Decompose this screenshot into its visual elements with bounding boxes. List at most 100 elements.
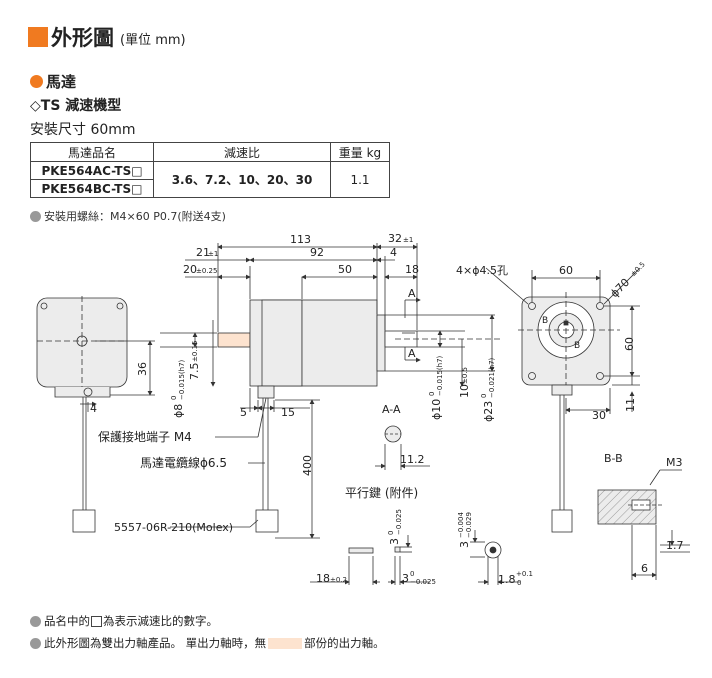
section-a-mark: A: [408, 347, 416, 360]
dim-50: 50: [338, 263, 352, 276]
key-dim-3b-tol2: −0.029: [465, 512, 473, 538]
table-row: PKE564AC-TS□ 3.6、7.2、10、20、30 1.1: [30, 161, 390, 198]
key-dim-3a: 3: [388, 538, 401, 545]
dim-113: 113: [290, 233, 311, 246]
dim-20-tol: ±0.25: [196, 267, 217, 275]
key-end-view: [394, 546, 401, 553]
side-terminal: [257, 385, 275, 399]
dim-32: 32: [388, 232, 402, 245]
header-weight: 重量 kg: [330, 142, 390, 162]
mount-hole: [596, 302, 604, 310]
key-dim-1-8: 1.8: [498, 573, 516, 586]
dim-60-top: 60: [559, 264, 573, 277]
dim-4-top: 4: [390, 246, 397, 259]
bb-dim-1-7: 1.7: [666, 539, 684, 552]
key-dim-18-tol: ±0.2: [330, 576, 347, 584]
footnote-2-after: 部份的出力軸。: [304, 636, 385, 650]
flange-boss: [376, 314, 386, 372]
orange-dot-icon: [30, 75, 43, 88]
connector-shape: [255, 509, 279, 533]
connector-label: 5557-06R-210(Molex): [114, 521, 233, 534]
dim-phi70-tol: ±0.5: [629, 261, 647, 279]
dim-21-tol: ±1: [208, 250, 218, 258]
parallel-key: [310, 530, 520, 585]
section-b-mark: B: [542, 316, 548, 326]
connector-shape: [551, 509, 573, 533]
size-line: 安裝尺寸 60mm: [30, 122, 136, 138]
front-terminal: [551, 384, 573, 396]
dim-11-right: 11: [624, 398, 637, 412]
motor-mid-section: [261, 299, 303, 387]
mount-hole: [40, 302, 48, 310]
dim-60-right: 60: [623, 337, 636, 351]
key-dim-3b-tol: −0.004: [457, 512, 465, 538]
dim-phi8-tol0: 0: [170, 396, 178, 400]
key-dim-3c: 3: [402, 572, 409, 585]
gray-dot-icon: [30, 637, 41, 649]
weight-cell: 1.1: [330, 161, 390, 198]
dim-10: 10: [458, 384, 471, 398]
section-title: 外形圖 (單位 mm): [28, 22, 186, 52]
dim-holes: 4×ϕ4.5孔: [456, 264, 508, 277]
key-dim-1-8-tol: +0.1: [516, 570, 533, 578]
footnote-1-before: 品名中的: [44, 614, 90, 628]
dim-phi23-tol: −0.021(h7): [488, 357, 496, 398]
dim-phi8: ϕ8: [172, 404, 185, 418]
mount-hole: [596, 372, 604, 380]
rear-shaft: [217, 332, 251, 348]
side-view: [160, 243, 500, 539]
gearhead-section: [301, 299, 378, 387]
key-dim-3b: 3: [458, 541, 471, 548]
aa-title: A-A: [382, 403, 401, 416]
dim-phi10-tol0: 0: [428, 392, 436, 396]
model-cell-2: PKE564BC-TS□: [30, 179, 154, 198]
dim-30: 30: [592, 409, 606, 422]
screw-note-text: 安裝用螺絲：M4×60 P0.7(附送4支): [44, 210, 226, 223]
mount-hole: [528, 302, 536, 310]
dim-21: 21: [196, 246, 210, 259]
bb-m3: M3: [666, 456, 683, 469]
bb-title: B-B: [604, 452, 623, 465]
table-header-row: 馬達品名 減速比 重量 kg: [30, 142, 390, 162]
dim-11-2: 11.2: [400, 453, 425, 466]
key-side-view: [348, 547, 374, 554]
dim-phi23-tol0: 0: [480, 394, 488, 398]
ground-screw: [83, 387, 93, 397]
shaft-color-swatch: [268, 637, 303, 649]
section-aa: [375, 425, 430, 470]
mount-hole: [116, 302, 124, 310]
dim-4-left: 4: [90, 402, 97, 415]
model-line: ◇TS 減速機型: [30, 98, 122, 114]
front-view: [485, 267, 641, 533]
section-b-mark: B: [574, 341, 580, 351]
dim-20: 20: [183, 263, 197, 276]
mount-hole: [528, 372, 536, 380]
key-dim-3a-tol: 0: [387, 531, 395, 535]
dim-5: 5: [240, 406, 247, 419]
dim-phi23: ϕ23: [482, 401, 495, 422]
motor-heading-text: 馬達: [46, 73, 77, 91]
dim-phi8-tol: −0.015(h7): [178, 359, 186, 400]
footnote-1-after: 為表示減速比的數字。: [103, 614, 218, 628]
header-model: 馬達品名: [30, 142, 154, 162]
unit-note: (單位 mm): [120, 33, 186, 48]
dim-36: 36: [136, 362, 149, 376]
ground-terminal-label: 保護接地端子 M4: [98, 429, 192, 444]
bb-dim-6: 6: [641, 562, 648, 575]
screw-note: 安裝用螺絲：M4×60 P0.7(附送4支): [30, 208, 226, 224]
dim-7-5: 7.5: [188, 363, 201, 381]
orange-square-icon: [28, 27, 48, 47]
model-cell-1: PKE564AC-TS□: [30, 161, 154, 180]
ratio-cell: 3.6、7.2、10、20、30: [153, 161, 331, 198]
dim-18: 18: [405, 263, 419, 276]
dim-15: 15: [281, 406, 295, 419]
section-title-text: 外形圖: [51, 26, 114, 50]
gray-dot-icon: [30, 615, 41, 627]
dim-32-tol: ±1: [403, 236, 413, 244]
section-a-mark: A: [408, 287, 416, 300]
motor-heading: 馬達: [30, 71, 76, 92]
footnote-2: 此外形圖為雙出力軸產品。 單出力軸時，無 部份的出力軸。: [30, 635, 385, 651]
key-dim-3a-tol2: −0.025: [395, 509, 403, 535]
left-view: [36, 296, 155, 533]
